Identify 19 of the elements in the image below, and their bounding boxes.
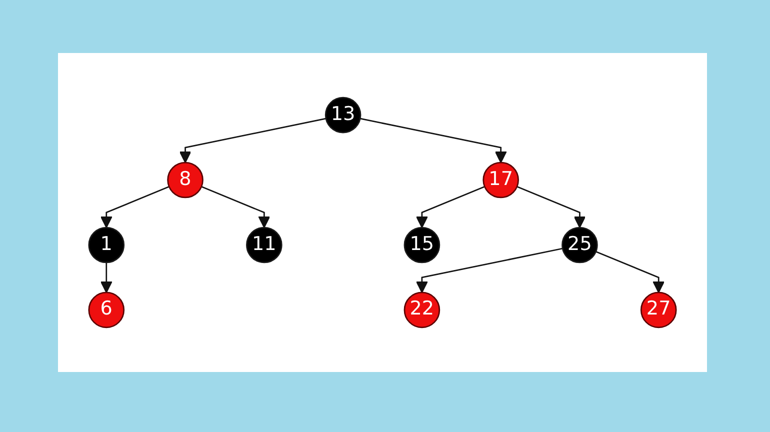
- node-circle: 1: [88, 226, 125, 264]
- arrow: [100, 262, 112, 294]
- node-circle: 17: [482, 162, 519, 198]
- arrow: [516, 186, 586, 228]
- node-circle: 27: [640, 292, 677, 328]
- node-circle: 25: [562, 226, 598, 264]
- arrow: [596, 251, 665, 294]
- node-circle: 11: [246, 226, 282, 264]
- node-circle: 22: [404, 292, 440, 328]
- node-circle: 6: [88, 292, 125, 328]
- arrow: [201, 186, 270, 228]
- arrow: [416, 186, 485, 228]
- node-circle: 13: [324, 96, 362, 134]
- node-circle: 15: [404, 226, 440, 264]
- arrow: [416, 248, 563, 294]
- arrow: [100, 186, 170, 228]
- arrow: [360, 118, 507, 164]
- arrow: [179, 118, 326, 164]
- node-circle: 8: [167, 162, 204, 198]
